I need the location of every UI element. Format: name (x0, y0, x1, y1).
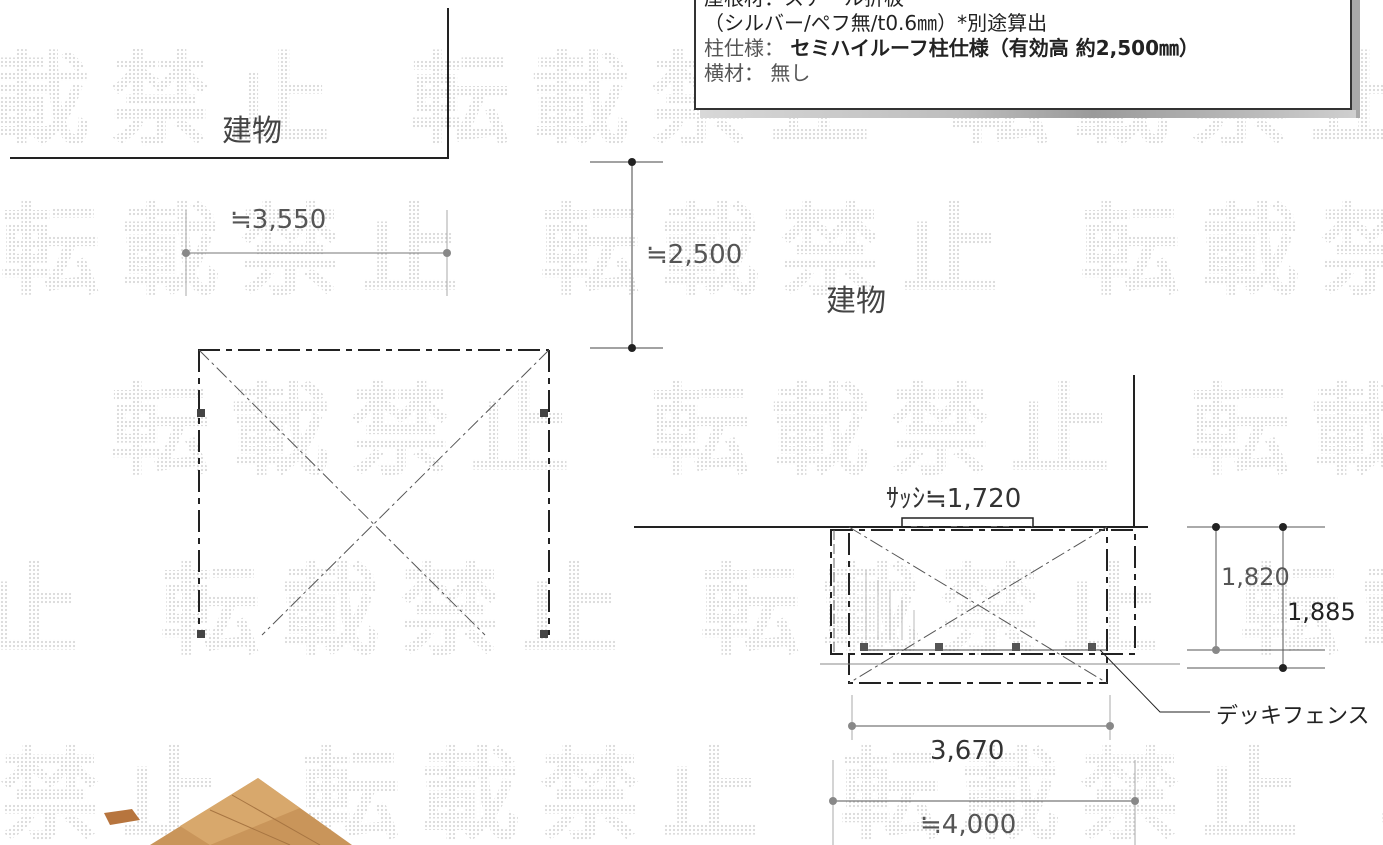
watermark-glyph: 禁 (540, 737, 640, 845)
watermark-glyph: 禁 (890, 372, 990, 489)
watermark: 載禁止転載禁止転載禁止転載禁止転載禁止転載禁転載禁止転載禁止転載止転載禁止転載禁… (0, 42, 1383, 845)
watermark-glyph: 載 (120, 192, 220, 309)
fence-post (935, 643, 943, 651)
height-dim-label: ≒2,500 (646, 240, 743, 270)
watermark-glyph: 転 (1190, 372, 1290, 489)
watermark-glyph: 転 (540, 192, 640, 309)
watermark-glyph: 転 (110, 372, 210, 489)
watermark-glyph: 載 (1360, 552, 1383, 669)
watermark-glyph: 転 (650, 372, 750, 489)
watermark-glyph: 止 (900, 192, 1000, 309)
post-marker (540, 630, 548, 638)
watermark-glyph: 禁 (0, 737, 100, 845)
dim-dot (443, 249, 451, 257)
watermark-glyph: 禁 (240, 192, 340, 309)
watermark-glyph: 止 (660, 737, 760, 845)
dim-3670-label: 3,670 (930, 736, 1005, 766)
post-marker (197, 409, 205, 417)
watermark-glyph: 禁 (110, 42, 210, 159)
watermark-glyph: 止 (1010, 372, 1110, 489)
spec-line-1: 屋根材：スチール折板 (704, 0, 904, 11)
watermark-glyph: 転 (160, 552, 260, 669)
watermark-glyph: 載 (530, 42, 630, 159)
fence-post (1088, 643, 1096, 651)
watermark-glyph: 載 (660, 192, 760, 309)
watermark-glyph: 禁 (1320, 192, 1383, 309)
deck-fence-label: デッキフェンス (1216, 704, 1370, 729)
watermark-glyph: 止 (470, 372, 570, 489)
height-dimension (590, 158, 663, 352)
watermark-glyph: 載 (230, 372, 330, 489)
watermark-glyph: 載 (960, 737, 1060, 845)
watermark-glyph: 禁 (350, 372, 450, 489)
dim-dot (182, 249, 190, 257)
watermark-glyph: 転 (410, 42, 510, 159)
building-outline (10, 8, 449, 159)
watermark-glyph: 禁 (400, 552, 500, 669)
roof-outline (848, 526, 1108, 684)
sash-dim-label: ｻｯｼ≒1,720 (886, 484, 1022, 514)
diagonal (848, 526, 1108, 684)
watermark-glyph: 止 (0, 552, 80, 669)
watermark-glyph: 禁 (1080, 737, 1180, 845)
dim-4000-label: ≒4,000 (920, 810, 1017, 840)
dim-1885-label: 1,885 (1287, 598, 1356, 626)
spec-line-3: 柱仕様： セミハイルーフ柱仕様（有効高 約2,500㎜） (704, 36, 1199, 61)
watermark-glyph: 禁 (940, 552, 1040, 669)
diagonal (198, 349, 486, 636)
dim-1820-label: 1,820 (1221, 563, 1290, 591)
watermark-glyph: 載 (420, 737, 520, 845)
building-label: 建物 (826, 284, 886, 319)
plan-view (634, 375, 1325, 845)
spec-line-4: 横材： 無し (704, 61, 810, 86)
watermark-glyph: 止 (360, 192, 460, 309)
post-marker (197, 630, 205, 638)
note-shadow (1352, 0, 1360, 118)
watermark-glyph: 転 (1080, 192, 1180, 309)
watermark-glyph: 載 (820, 552, 920, 669)
watermark-glyph: 転 (840, 737, 940, 845)
watermark-glyph: 載 (1200, 192, 1300, 309)
deck-outline (830, 529, 1136, 655)
watermark-glyph: 載 (770, 372, 870, 489)
width-dim-label: ≒3,550 (230, 205, 327, 235)
diagonal (261, 349, 550, 636)
post-marker (540, 409, 548, 417)
spec-line-4-label: 横材： (704, 61, 771, 85)
fence-leader (1099, 649, 1210, 713)
spec-line-4-value: 無し (770, 61, 811, 85)
watermark-glyph: 止 (1200, 737, 1300, 845)
fence-post (1012, 643, 1020, 651)
fence-post (860, 643, 868, 651)
watermark-glyph: 載 (280, 552, 380, 669)
spec-line-3-value: セミハイルーフ柱仕様（有効高 約2,500㎜） (790, 36, 1199, 60)
sash (901, 517, 1034, 528)
watermark-glyph: 転 (1380, 737, 1383, 845)
spec-line-3-label: 柱仕様： (704, 36, 791, 60)
spec-note: 屋根材：スチール折板 （シルバー/ペフ無/t0.6㎜）*別途算出 柱仕様： セミ… (694, 0, 1352, 110)
watermark-glyph: 転 (0, 192, 100, 309)
watermark-glyph: 載 (1310, 372, 1383, 489)
deck-thumbnail (104, 778, 352, 845)
watermark-glyph: 止 (230, 42, 330, 159)
watermark-glyph: 止 (1060, 552, 1160, 669)
watermark-glyph: 転 (700, 552, 800, 669)
building-label: 建物 (222, 114, 282, 149)
watermark-glyph: 止 (520, 552, 620, 669)
elevation-view (10, 8, 550, 638)
watermark-glyph: 禁 (780, 192, 880, 309)
watermark-glyph: 載 (0, 42, 90, 159)
spec-line-2: （シルバー/ペフ無/t0.6㎜）*別途算出 (704, 11, 1048, 35)
note-shadow (700, 110, 1356, 118)
